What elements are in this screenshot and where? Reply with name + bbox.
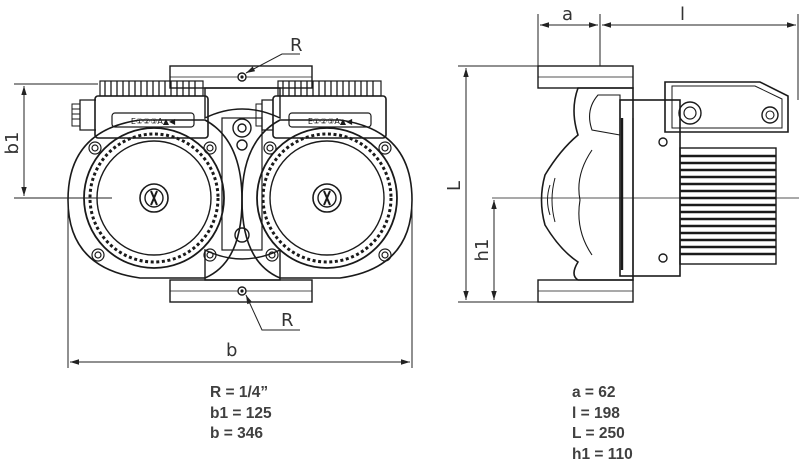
b-label: b	[226, 340, 237, 361]
spec-b1: b1 = 125	[210, 404, 272, 422]
spec-r: R = 1/4”	[210, 384, 269, 401]
spec-b: b = 346	[210, 425, 263, 442]
h1-label: h1	[472, 239, 493, 262]
b1-dimension	[14, 83, 112, 199]
specs-left: R = 1/4” b1 = 125 b = 346	[210, 383, 272, 445]
b-dimension	[67, 200, 413, 368]
L-label: L	[444, 181, 465, 191]
a-label: a	[562, 4, 573, 25]
left-button-strip-text: E①②③A▲◀	[131, 117, 176, 126]
side-terminal-box	[664, 81, 789, 133]
specs-right: a = 62 l = 198 L = 250 h1 = 110	[572, 383, 633, 465]
spec-l: l = 198	[572, 404, 620, 422]
front-view	[60, 65, 413, 303]
r-leaders	[245, 53, 300, 331]
left-terminal-box	[71, 80, 209, 139]
L-dimension	[458, 65, 538, 303]
b1-label: b1	[2, 132, 23, 155]
right-button-strip-text: E①②③A▲◀	[308, 117, 353, 126]
side-motor-housing	[619, 99, 681, 277]
side-pump-body	[540, 87, 634, 281]
side-view	[492, 65, 799, 303]
right-motor	[256, 127, 398, 269]
a-dimension	[537, 14, 601, 66]
r-top-label: R	[290, 35, 303, 56]
spec-L: L = 250	[572, 425, 625, 442]
l-label: l	[680, 4, 685, 25]
spec-h1: h1 = 110	[572, 445, 633, 463]
right-terminal-box	[255, 80, 387, 139]
spec-a: a = 62	[572, 384, 616, 401]
l-dimension	[602, 14, 799, 100]
right-casing	[241, 119, 413, 279]
r-bottom-label: R	[281, 310, 294, 331]
